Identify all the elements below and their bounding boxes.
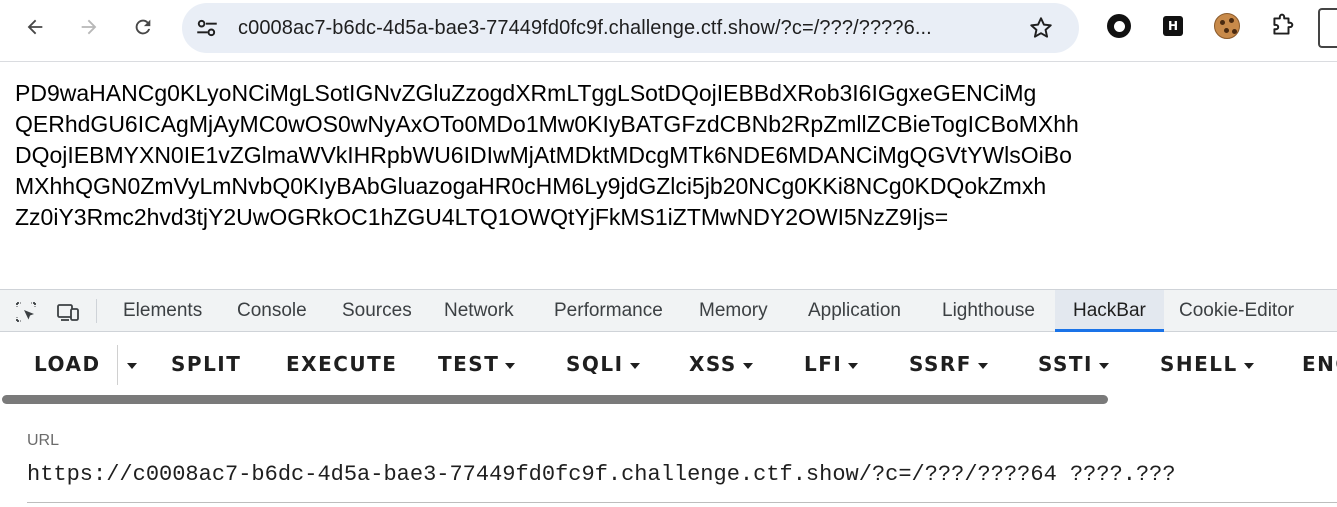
url-field-label: URL xyxy=(27,432,60,449)
url-input[interactable]: https://c0008ac7-b6dc-4d5a-bae3-77449fd0… xyxy=(27,462,1176,487)
url-input-underline xyxy=(27,502,1337,503)
shell-button-label: SHELL xyxy=(1160,352,1238,376)
extension-circle-icon xyxy=(1107,14,1131,38)
hackbar-toolbar: LOAD SPLIT EXECUTE TEST SQLI XSS LFI SSR… xyxy=(0,333,1337,395)
tab-elements[interactable]: Elements xyxy=(123,300,203,321)
chevron-down-icon xyxy=(1099,362,1109,369)
forward-arrow-icon xyxy=(81,19,97,35)
execute-button-label: EXECUTE xyxy=(286,352,398,376)
back-arrow-icon xyxy=(27,19,43,35)
cookie-editor-extension-button[interactable] xyxy=(1213,12,1241,40)
load-button[interactable]: LOAD xyxy=(34,352,101,376)
load-split-divider xyxy=(117,345,118,385)
reload-icon xyxy=(135,19,151,35)
ssti-menu-button[interactable]: SSTI xyxy=(1038,352,1109,376)
hackbar-horizontal-scrollbar[interactable] xyxy=(2,395,1108,404)
ssti-button-label: SSTI xyxy=(1038,352,1093,376)
split-button-label: SPLIT xyxy=(171,352,242,376)
base64-line: Zz0iY3Rmc2hvd3tjY2UwOGRkOC1hZGU4LTQ1OWQt… xyxy=(15,204,949,230)
extension-circle-button[interactable] xyxy=(1105,12,1133,40)
load-dropdown-button[interactable] xyxy=(121,352,137,376)
tab-cookie-editor[interactable]: Cookie-Editor xyxy=(1179,300,1295,321)
browser-toolbar: c0008ac7-b6dc-4d5a-bae3-77449fd0fc9f.cha… xyxy=(0,0,1337,58)
extension-h-button[interactable]: H xyxy=(1159,12,1187,40)
sqli-button-label: SQLI xyxy=(566,352,624,376)
chevron-down-icon xyxy=(629,362,640,369)
address-bar-url[interactable]: c0008ac7-b6dc-4d5a-bae3-77449fd0fc9f.cha… xyxy=(238,17,932,39)
devtools-tab-divider xyxy=(96,299,97,323)
chevron-down-icon xyxy=(1243,362,1254,369)
tab-performance[interactable]: Performance xyxy=(554,300,663,321)
ssrf-button-label: SSRF xyxy=(909,352,972,376)
inspect-element-icon[interactable] xyxy=(14,300,38,324)
address-bar[interactable]: c0008ac7-b6dc-4d5a-bae3-77449fd0fc9f.cha… xyxy=(182,3,1079,53)
extensions-puzzle-icon xyxy=(1273,13,1294,35)
devtools-border xyxy=(0,289,1337,290)
reload-button[interactable] xyxy=(125,9,161,45)
site-settings-icon[interactable] xyxy=(194,15,220,41)
side-panel-edge[interactable] xyxy=(1318,8,1337,48)
sqli-menu-button[interactable]: SQLI xyxy=(566,352,640,376)
cookie-icon xyxy=(1214,13,1240,39)
device-toolbar-icon[interactable] xyxy=(56,300,80,324)
chevron-down-icon xyxy=(977,362,988,369)
tab-sources[interactable]: Sources xyxy=(342,300,412,321)
tab-console[interactable]: Console xyxy=(237,300,307,321)
tab-network[interactable]: Network xyxy=(444,300,514,321)
base64-line: MXhhQGN0ZmVyLmNvbQ0KIyBAbGluazogaHR0cHM6… xyxy=(15,173,1047,199)
devtools-tabbar: Elements Console Sources Network Perform… xyxy=(0,290,1337,332)
ssrf-menu-button[interactable]: SSRF xyxy=(909,352,988,376)
base64-line: QERhdGU6ICAgMjAyMC0wOS0wNyAxOTo0MDo1Mw0K… xyxy=(15,111,1079,137)
chevron-down-icon xyxy=(848,362,859,369)
xss-menu-button[interactable]: XSS xyxy=(689,352,753,376)
extension-h-icon: H xyxy=(1163,16,1183,36)
xss-button-label: XSS xyxy=(689,352,737,376)
chevron-down-icon xyxy=(505,362,516,369)
enc-button-label: ENC xyxy=(1302,352,1337,376)
lfi-menu-button[interactable]: LFI xyxy=(804,352,859,376)
base64-line: PD9waHANCg0KLyoNCiMgLSotIGNvZGluZzogdXRm… xyxy=(15,80,1037,106)
tab-lighthouse[interactable]: Lighthouse xyxy=(942,300,1035,321)
chevron-down-icon xyxy=(742,362,753,369)
load-button-label: LOAD xyxy=(34,352,101,376)
test-button-label: TEST xyxy=(438,352,500,376)
encoding-menu-button[interactable]: ENC xyxy=(1302,352,1337,376)
extensions-menu-button[interactable] xyxy=(1268,12,1296,40)
tab-hackbar[interactable]: HackBar xyxy=(1055,290,1164,332)
shell-menu-button[interactable]: SHELL xyxy=(1160,352,1254,376)
back-button[interactable] xyxy=(17,9,53,45)
bookmark-star-icon[interactable] xyxy=(1028,15,1054,41)
tab-application[interactable]: Application xyxy=(808,300,901,321)
base64-line: DQojIEBMYXN0IE1vZGlmaWVkIHRpbWU6IDIwMjAt… xyxy=(15,142,1072,168)
test-menu-button[interactable]: TEST xyxy=(438,352,516,376)
toolbar-divider xyxy=(0,61,1337,62)
tab-memory[interactable]: Memory xyxy=(699,300,768,321)
forward-button[interactable] xyxy=(71,9,107,45)
page-body-text: PD9waHANCg0KLyoNCiMgLSotIGNvZGluZzogdXRm… xyxy=(15,78,1315,233)
split-button[interactable]: SPLIT xyxy=(171,352,241,376)
chevron-down-icon xyxy=(127,362,137,369)
execute-button[interactable]: EXECUTE xyxy=(286,352,397,376)
lfi-button-label: LFI xyxy=(804,352,843,376)
